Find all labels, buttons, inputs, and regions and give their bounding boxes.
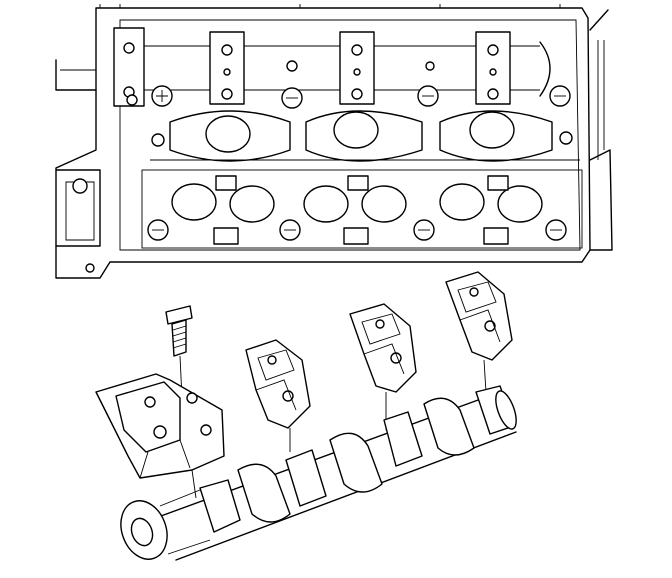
bearing-cap-2: [209, 31, 245, 105]
bearing-cap-3: [339, 31, 375, 105]
front-bearing-cap: [95, 373, 225, 499]
head-bolts-lower: [147, 219, 567, 241]
bearing-cap-exploded-4: [445, 271, 513, 393]
bearing-cap-1: [113, 27, 145, 107]
camshaft: [120, 385, 517, 561]
bearing-cap-exploded-2: [245, 339, 311, 452]
cap-bolt: [165, 305, 193, 399]
spark-plug-bosses: [150, 110, 580, 162]
bearing-cap-exploded-3: [349, 303, 417, 430]
tappet-row: [141, 169, 583, 249]
cylinder-head-top-view: [55, 4, 613, 279]
bearing-cap-4: [475, 31, 511, 105]
head-bolts-upper: [126, 85, 571, 109]
